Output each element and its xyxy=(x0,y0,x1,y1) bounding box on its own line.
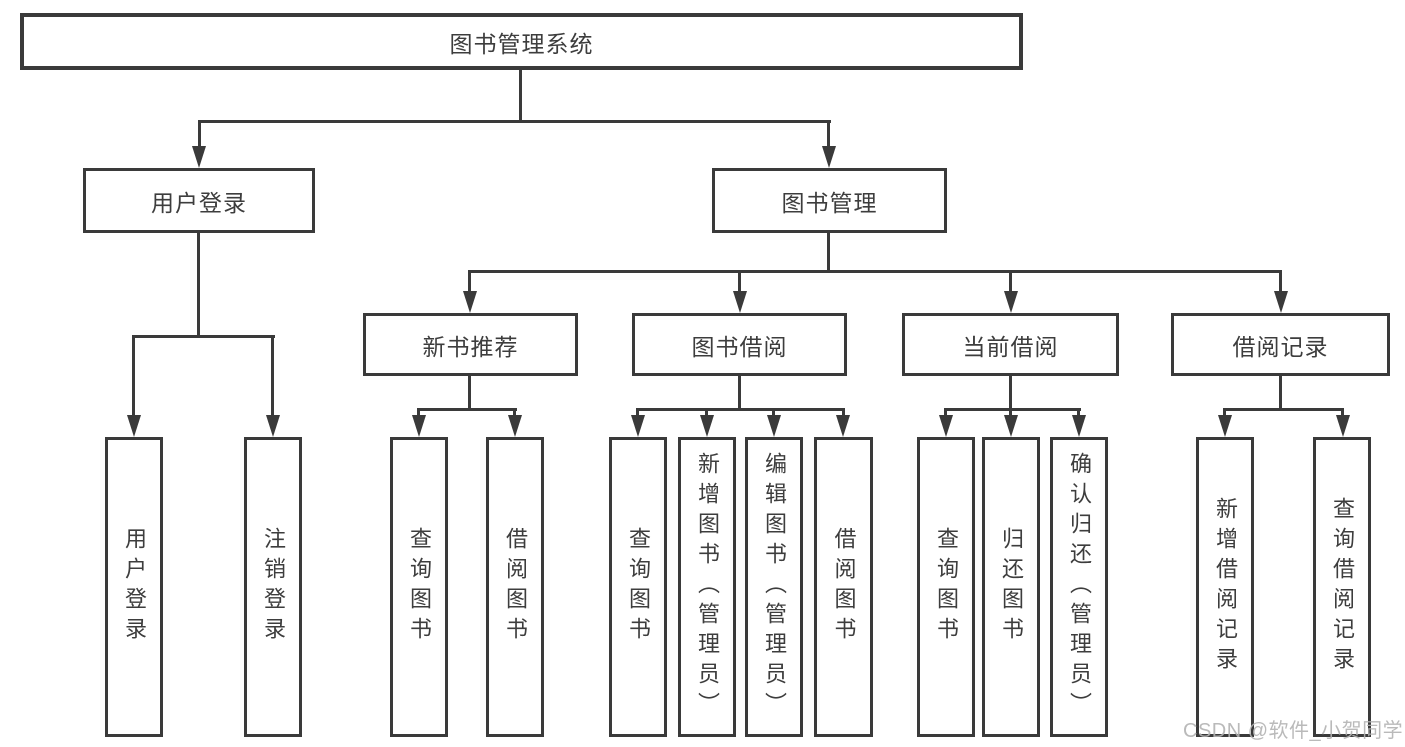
node-label: 图书管理 xyxy=(781,189,878,216)
leaf-add-book-admin: 新增图书（管理员） xyxy=(678,437,736,737)
arrow-down-icon xyxy=(412,415,426,437)
arrow-down-icon xyxy=(266,415,280,437)
node-label: 新书推荐 xyxy=(422,333,519,360)
connector-line xyxy=(519,70,522,123)
arrow-down-icon xyxy=(192,146,206,168)
connector-line xyxy=(1279,376,1282,411)
node-label: 注销登录 xyxy=(261,527,286,647)
connector-line xyxy=(1223,408,1226,417)
connector-line xyxy=(636,408,639,417)
arrow-down-icon xyxy=(127,415,141,437)
arrow-down-icon xyxy=(700,415,714,437)
connector-line xyxy=(1009,376,1012,411)
node-label: 当前借阅 xyxy=(962,333,1059,360)
node-book-borrowing: 图书借阅 xyxy=(632,313,847,376)
connector-line xyxy=(132,335,275,338)
connector-line xyxy=(198,120,831,123)
node-book-management: 图书管理 xyxy=(712,168,947,233)
connector-line xyxy=(417,408,517,411)
leaf-query-books-recommend: 查询图书 xyxy=(390,437,448,737)
connector-line xyxy=(738,376,741,411)
connector-line xyxy=(1279,270,1282,293)
connector-line xyxy=(1341,408,1344,417)
arrow-down-icon xyxy=(463,291,477,313)
leaf-user-login: 用户登录 xyxy=(105,437,163,737)
leaf-confirm-return-admin: 确认归还（管理员） xyxy=(1050,437,1108,737)
arrow-down-icon xyxy=(767,415,781,437)
connector-line xyxy=(636,408,845,411)
connector-line xyxy=(827,120,830,148)
connector-line xyxy=(132,335,135,417)
leaf-add-borrow-record: 新增借阅记录 xyxy=(1196,437,1254,737)
connector-line xyxy=(417,408,420,417)
leaf-return-books: 归还图书 xyxy=(982,437,1040,737)
arrow-down-icon xyxy=(836,415,850,437)
connector-line xyxy=(1009,408,1012,417)
connector-line xyxy=(772,408,775,417)
arrow-down-icon xyxy=(822,146,836,168)
arrow-down-icon xyxy=(1004,415,1018,437)
leaf-logout: 注销登录 xyxy=(244,437,302,737)
node-label: 新增图书（管理员） xyxy=(695,452,720,722)
arrow-down-icon xyxy=(1072,415,1086,437)
connector-line xyxy=(468,270,471,293)
connector-line xyxy=(944,408,1081,411)
connector-line xyxy=(197,233,200,338)
node-label: 查询图书 xyxy=(626,527,651,647)
arrow-down-icon xyxy=(733,291,747,313)
node-label: 图书管理系统 xyxy=(449,30,594,57)
watermark: CSDN @软件_小贺同学 xyxy=(1183,720,1404,742)
node-label: 确认归还（管理员） xyxy=(1067,452,1092,722)
node-current-borrowing: 当前借阅 xyxy=(902,313,1119,376)
arrow-down-icon xyxy=(1004,291,1018,313)
arrow-down-icon xyxy=(1274,291,1288,313)
connector-line xyxy=(738,270,741,293)
arrow-down-icon xyxy=(631,415,645,437)
node-label: 编辑图书（管理员） xyxy=(762,452,787,722)
node-label: 新增借阅记录 xyxy=(1213,497,1238,677)
arrow-down-icon xyxy=(1218,415,1232,437)
connector-line xyxy=(827,233,830,273)
leaf-borrow-books-recommend: 借阅图书 xyxy=(486,437,544,737)
arrow-down-icon xyxy=(508,415,522,437)
node-label: 查询借阅记录 xyxy=(1330,497,1355,677)
leaf-query-books-borrowing: 查询图书 xyxy=(609,437,667,737)
arrow-down-icon xyxy=(939,415,953,437)
connector-line xyxy=(513,408,516,417)
node-label: 归还图书 xyxy=(999,527,1024,647)
connector-line xyxy=(468,376,471,411)
node-label: 借阅图书 xyxy=(503,527,528,647)
leaf-query-books-current: 查询图书 xyxy=(917,437,975,737)
leaf-query-borrow-record: 查询借阅记录 xyxy=(1313,437,1371,737)
connector-line xyxy=(944,408,947,417)
node-label: 用户登录 xyxy=(151,189,247,216)
node-label: 查询图书 xyxy=(407,527,432,647)
connector-line xyxy=(1009,270,1012,293)
node-user-login: 用户登录 xyxy=(83,168,315,233)
connector-line xyxy=(198,120,201,148)
node-label: 用户登录 xyxy=(122,527,147,647)
connector-line xyxy=(705,408,708,417)
connector-line xyxy=(1223,408,1344,411)
leaf-edit-book-admin: 编辑图书（管理员） xyxy=(745,437,803,737)
connector-line xyxy=(271,335,274,417)
node-label: 图书借阅 xyxy=(691,333,788,360)
connector-line xyxy=(1077,408,1080,417)
node-label: 借阅图书 xyxy=(831,527,857,647)
connector-line xyxy=(842,408,845,417)
leaf-borrow-books-borrowing: 借阅图书 xyxy=(814,437,873,737)
node-new-book-recommend: 新书推荐 xyxy=(363,313,578,376)
node-borrowing-records: 借阅记录 xyxy=(1171,313,1390,376)
connector-line xyxy=(468,270,1282,273)
node-label: 查询图书 xyxy=(934,527,959,647)
arrow-down-icon xyxy=(1336,415,1350,437)
node-library-system: 图书管理系统 xyxy=(20,13,1023,70)
node-label: 借阅记录 xyxy=(1232,333,1329,360)
